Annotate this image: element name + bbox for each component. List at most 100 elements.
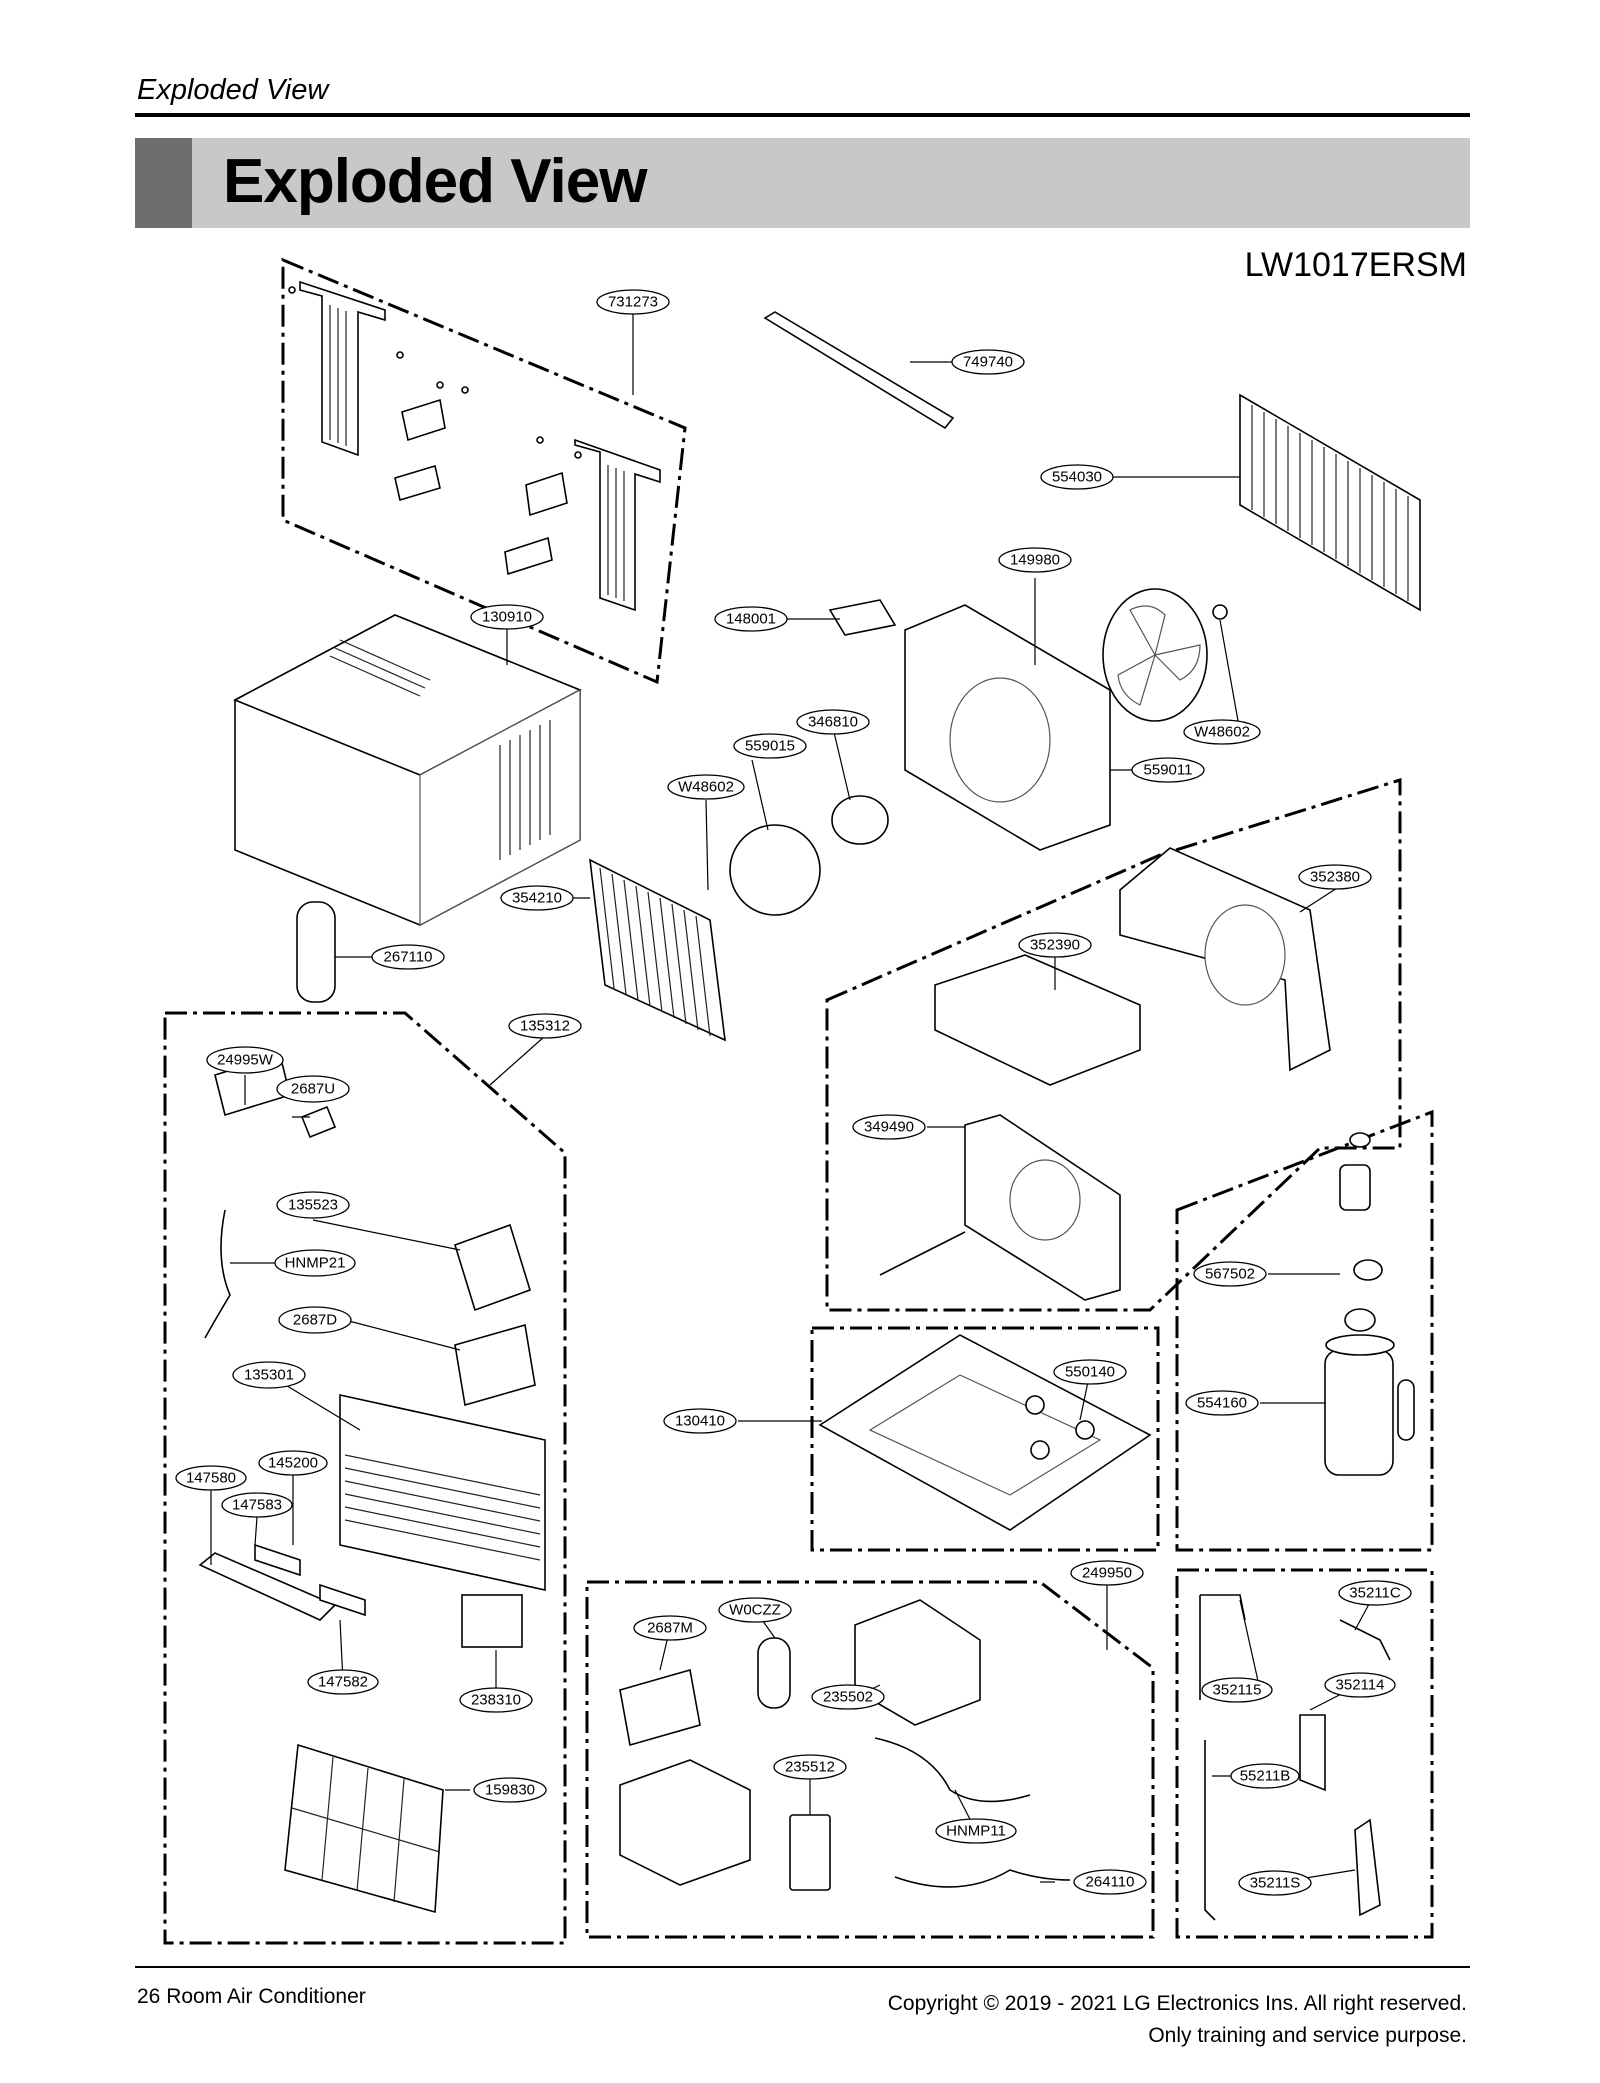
svg-text:559011: 559011 bbox=[1144, 762, 1193, 779]
callout-w48602-upper: W48602 bbox=[1183, 719, 1261, 745]
svg-text:55211B: 55211B bbox=[1240, 1768, 1291, 1785]
cabinet bbox=[233, 614, 582, 926]
callout-147582: 147582 bbox=[307, 1669, 379, 1695]
condenser-coil bbox=[1239, 393, 1421, 612]
fan-clip bbox=[1212, 604, 1228, 620]
front-grille bbox=[339, 1394, 546, 1591]
callout-w48602-lower: W48602 bbox=[667, 774, 745, 800]
callout-2687u: 2687U bbox=[276, 1075, 350, 1103]
callout-w0czz: W0CZZ bbox=[718, 1597, 792, 1623]
louver-set-upper bbox=[254, 1543, 301, 1577]
svg-text:135301: 135301 bbox=[244, 1367, 294, 1384]
control-box-housing bbox=[619, 1759, 751, 1886]
svg-text:554160: 554160 bbox=[1197, 1395, 1247, 1412]
group-outline-electrical-box bbox=[585, 1580, 1155, 1939]
callout-145200: 145200 bbox=[258, 1450, 328, 1476]
mounting-bracket-left bbox=[401, 398, 446, 442]
svg-text:130410: 130410 bbox=[675, 1413, 725, 1430]
callout-135312: 135312 bbox=[508, 1013, 582, 1039]
top-rail bbox=[763, 311, 955, 430]
callout-147583: 147583 bbox=[221, 1492, 293, 1518]
group-outline-refrigerant-pipes bbox=[1175, 1568, 1434, 1939]
svg-text:HNMP11: HNMP11 bbox=[946, 1823, 1006, 1840]
display-pcb bbox=[300, 1105, 337, 1139]
svg-text:W48602: W48602 bbox=[678, 779, 734, 796]
evaporator-coil bbox=[589, 858, 726, 1042]
callout-559011: 559011 bbox=[1131, 757, 1205, 783]
relay-board bbox=[789, 1814, 831, 1891]
callout-346810: 346810 bbox=[796, 709, 870, 735]
svg-text:W48602: W48602 bbox=[1194, 724, 1250, 741]
side-curtain-left bbox=[299, 280, 386, 457]
filter-frame bbox=[934, 954, 1141, 1086]
group-outline-air-guide bbox=[825, 777, 1402, 1312]
svg-text:559015: 559015 bbox=[745, 738, 795, 755]
cap-tube-assembly bbox=[1299, 1714, 1326, 1792]
callout-749740: 749740 bbox=[951, 349, 1025, 375]
callout-55211b: 55211B bbox=[1230, 1763, 1300, 1789]
header-rule bbox=[135, 113, 1470, 117]
callout-567502: 567502 bbox=[1193, 1261, 1267, 1287]
svg-text:235502: 235502 bbox=[823, 1689, 873, 1706]
callout-550140: 550140 bbox=[1053, 1359, 1127, 1385]
svg-text:148001: 148001 bbox=[726, 611, 776, 628]
main-wire-harness bbox=[874, 1737, 1031, 1803]
svg-text:149980: 149980 bbox=[1010, 552, 1060, 569]
callout-235512: 235512 bbox=[773, 1754, 847, 1780]
svg-text:2687U: 2687U bbox=[291, 1081, 335, 1098]
svg-text:554030: 554030 bbox=[1052, 469, 1102, 486]
mounting-grommets bbox=[1025, 1395, 1095, 1460]
svg-text:2687M: 2687M bbox=[647, 1620, 693, 1637]
callout-349490: 349490 bbox=[852, 1114, 926, 1140]
callout-267110: 267110 bbox=[371, 944, 445, 970]
callout-352115: 352115 bbox=[1201, 1677, 1273, 1703]
display-wire-harness bbox=[204, 1209, 231, 1339]
svg-text:159830: 159830 bbox=[485, 1782, 535, 1799]
svg-text:567502: 567502 bbox=[1205, 1266, 1255, 1283]
callout-238310: 238310 bbox=[459, 1687, 533, 1713]
group-outline-base-pan bbox=[810, 1326, 1160, 1552]
svg-text:352115: 352115 bbox=[1213, 1682, 1262, 1699]
callout-264110: 264110 bbox=[1073, 1869, 1147, 1895]
terminal-pcb bbox=[619, 1668, 701, 1747]
drain-pipe bbox=[1204, 1740, 1216, 1921]
installation-kit bbox=[288, 280, 661, 612]
title-bar: Exploded View bbox=[135, 138, 1470, 228]
svg-text:HNMP21: HNMP21 bbox=[285, 1255, 346, 1272]
callout-235502: 235502 bbox=[811, 1684, 885, 1710]
svg-text:147583: 147583 bbox=[232, 1497, 282, 1514]
callout-35211s: 35211S bbox=[1238, 1870, 1312, 1896]
leader-lines bbox=[210, 302, 1376, 1884]
run-capacitor bbox=[757, 1637, 791, 1709]
callout-249950: 249950 bbox=[1070, 1560, 1144, 1586]
discharge-pipe bbox=[1339, 1619, 1391, 1661]
svg-text:147580: 147580 bbox=[186, 1470, 236, 1487]
svg-text:346810: 346810 bbox=[808, 714, 858, 731]
svg-text:W0CZZ: W0CZZ bbox=[729, 1602, 781, 1619]
louver-set-lower bbox=[319, 1583, 366, 1617]
svg-text:135312: 135312 bbox=[520, 1018, 570, 1035]
svg-text:145200: 145200 bbox=[268, 1455, 318, 1472]
callout-554160: 554160 bbox=[1185, 1390, 1259, 1416]
callout-135301: 135301 bbox=[232, 1361, 306, 1389]
running-header: Exploded View bbox=[137, 74, 329, 106]
air-guide bbox=[1119, 847, 1331, 1072]
callout-159830: 159830 bbox=[473, 1777, 547, 1803]
return-pipe bbox=[1354, 1818, 1381, 1917]
title-bar-accent bbox=[135, 138, 192, 228]
callout-554030: 554030 bbox=[1040, 464, 1114, 490]
svg-text:35211C: 35211C bbox=[1349, 1585, 1401, 1602]
callout-24995w: 24995W bbox=[206, 1046, 284, 1074]
main-pcb bbox=[454, 1323, 536, 1407]
svg-text:349490: 349490 bbox=[864, 1119, 914, 1136]
group-outline-installation-kit bbox=[281, 257, 687, 685]
callout-731273: 731273 bbox=[596, 289, 670, 315]
svg-text:550140: 550140 bbox=[1065, 1364, 1115, 1381]
fan-motor bbox=[831, 795, 889, 845]
svg-text:749740: 749740 bbox=[963, 354, 1013, 371]
power-cord-harness bbox=[894, 1869, 1071, 1888]
svg-text:130910: 130910 bbox=[482, 609, 532, 626]
callout-2687m: 2687M bbox=[633, 1615, 707, 1641]
svg-text:2687D: 2687D bbox=[293, 1312, 337, 1329]
